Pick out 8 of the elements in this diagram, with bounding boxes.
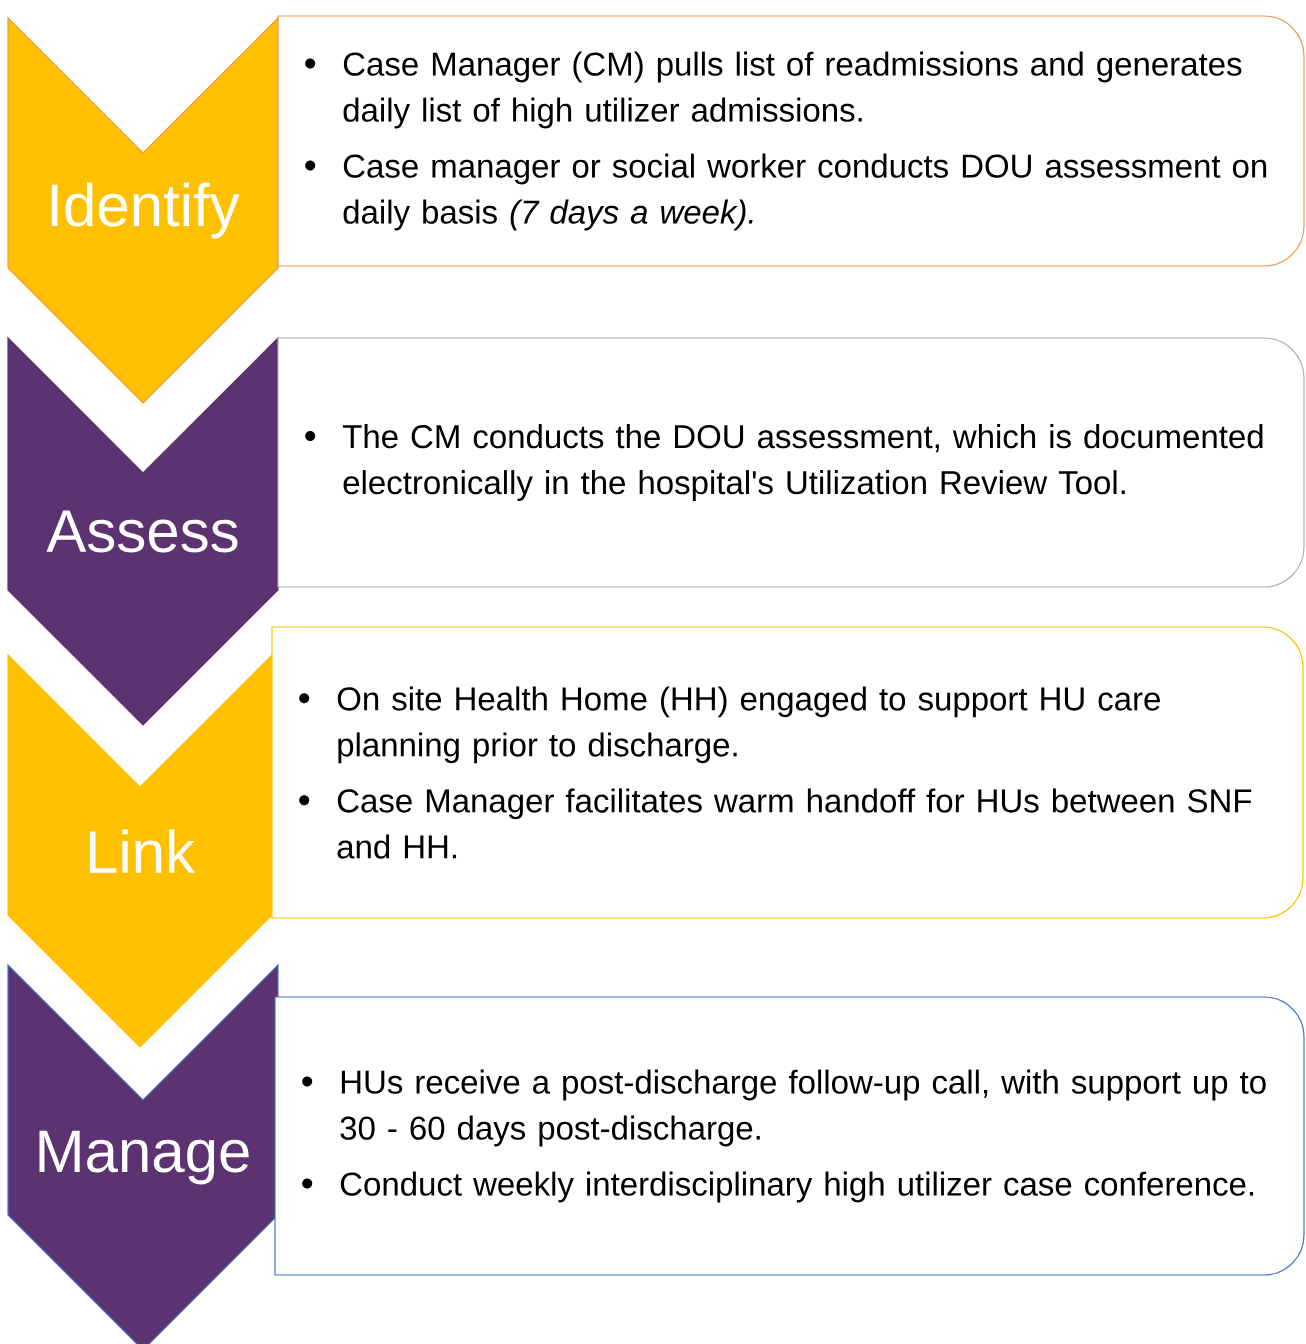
- text-box: The CM conducts the DOU assessment, which is documented electronically in the hospital's Utilization Review Tool.: [277, 337, 1305, 588]
- step-banner: Manage: [7, 963, 279, 1344]
- step-banner: Link: [7, 653, 273, 1048]
- step-banner: Assess: [7, 336, 279, 726]
- text-box: On site Health Home (HH) engaged to support HU care planning prior to discharge. Case Manager facilitates warm handoff for HUs between SNF and HH.: [271, 626, 1304, 919]
- text-box: Case Manager (CM) pulls list of readmissions and generates daily list of high utilizer admissions. Case manager or social worker conducts DOU assessment on daily basis (7 days a week).: [277, 15, 1305, 267]
- text-box: HUs receive a post-discharge follow-up call, with support up to 30 - 60 days post-discharge. Conduct weekly interdisciplinary high utilizer case conference.: [274, 996, 1305, 1276]
- step-banner: Identify: [7, 16, 279, 404]
